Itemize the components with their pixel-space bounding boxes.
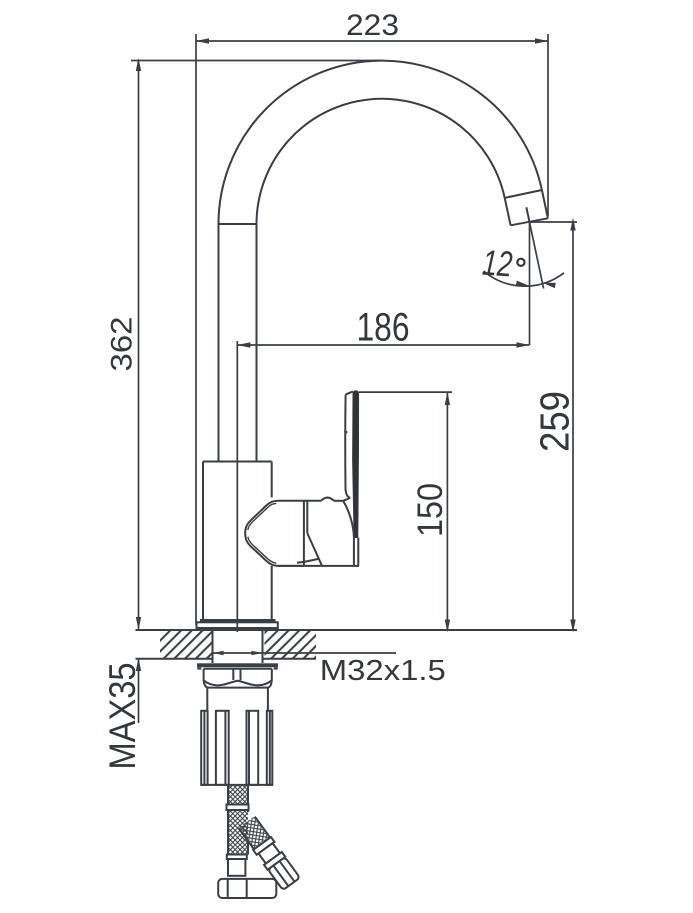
svg-text:150: 150 [411,483,450,537]
svg-text:362: 362 [106,317,139,372]
svg-text:186: 186 [357,306,410,350]
svg-text:MAX35: MAX35 [102,663,143,770]
svg-text:12: 12 [481,242,514,285]
svg-text:223: 223 [346,9,399,42]
svg-text:259: 259 [532,391,578,452]
svg-text:M32x1.5: M32x1.5 [320,655,446,687]
